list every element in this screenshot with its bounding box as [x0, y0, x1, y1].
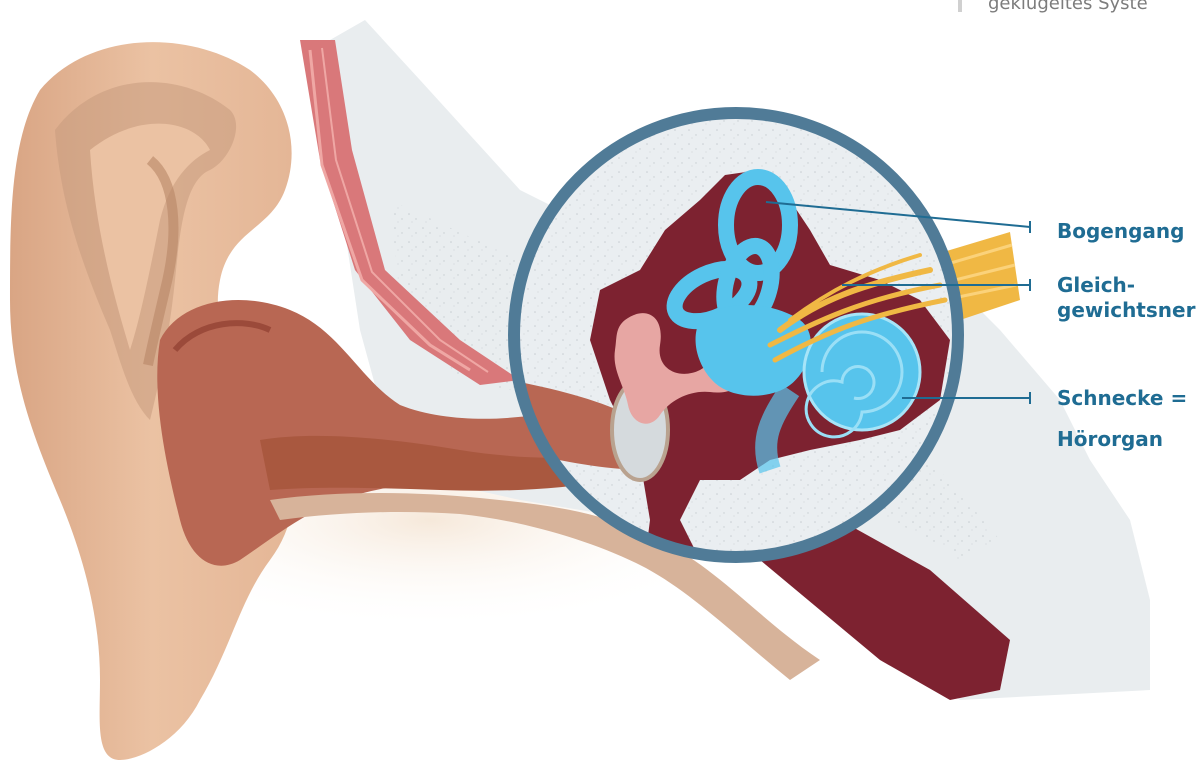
label-gleichgewichtsnerv-line1: Gleich- [1057, 273, 1135, 297]
label-gleichgewichtsnerv-line2: gewichtsner [1057, 298, 1195, 322]
label-schnecke-line2: Hörorgan [1057, 427, 1163, 451]
label-schnecke-line1: Schnecke = [1057, 386, 1187, 410]
label-bogengang: Bogengang [1057, 219, 1184, 243]
